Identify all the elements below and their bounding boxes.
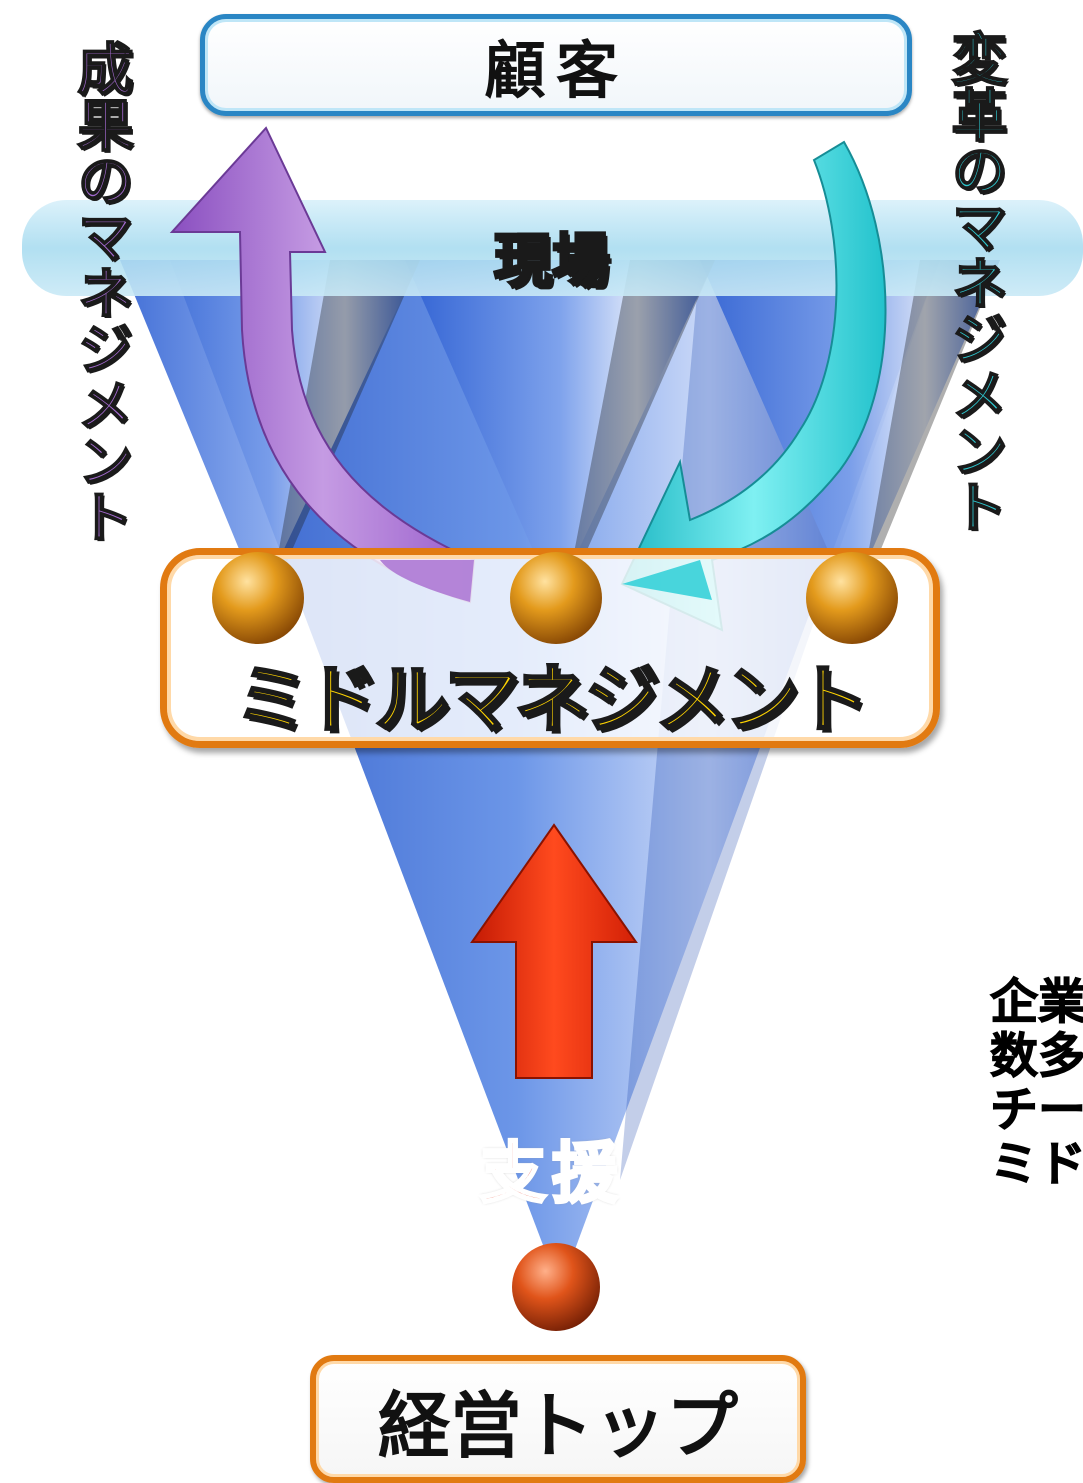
support-label: 支援: [479, 1134, 624, 1214]
middle-node-center: [510, 552, 602, 644]
customer-box: 顧客: [200, 14, 912, 116]
customer-label: 顧客: [483, 34, 628, 107]
side-note-line-2: 数多: [989, 1028, 1083, 1084]
small-cone-center: [405, 260, 715, 600]
field-label: 現場: [492, 226, 611, 297]
change-management-label: 変革のマネジメント: [941, 29, 1008, 535]
support-arrow: [470, 823, 638, 1079]
results-arrow: [169, 126, 476, 604]
middle-node-right: [806, 552, 898, 644]
top-node: [512, 1243, 600, 1331]
small-cone-shadow-center: [565, 260, 715, 600]
side-note: 企業 数多 チー ミド: [989, 974, 1083, 1192]
side-note-line-1: 企業: [989, 974, 1083, 1030]
middle-node-left: [212, 552, 304, 644]
side-note-line-4: ミド: [989, 1136, 1083, 1192]
small-cone-shadow-right: [860, 260, 1000, 600]
middle-management-label: ミドルマネジメント: [234, 656, 871, 745]
results-management-label: 成果のマネジメント: [67, 39, 134, 545]
top-management-label: 経営トップ: [377, 1382, 738, 1468]
top-management-box: 経営トップ: [310, 1355, 806, 1483]
side-note-line-3: チー: [989, 1082, 1083, 1138]
small-cone-shadow-left: [270, 260, 420, 600]
